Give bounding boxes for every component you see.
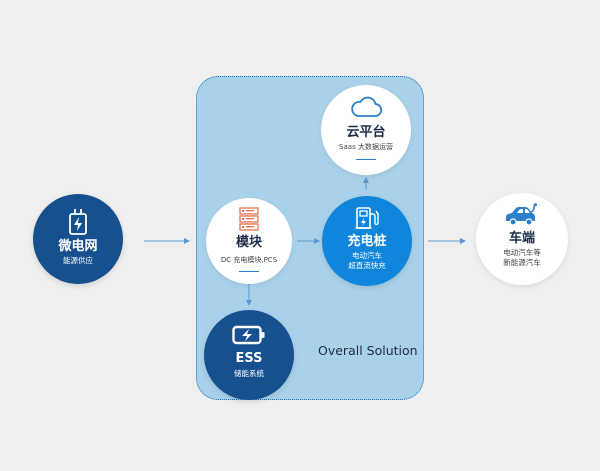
node-micro-grid: 微电网 能源供应 xyxy=(33,194,123,284)
charger-plug-icon xyxy=(68,208,88,236)
arrowhead-module xyxy=(184,238,190,244)
divider xyxy=(239,270,259,272)
node-subtitle-1: 电动汽车 xyxy=(352,251,382,261)
arrowhead-cloud xyxy=(363,177,369,183)
node-subtitle: 能源供应 xyxy=(63,256,93,266)
battery-charging-icon xyxy=(232,324,266,346)
node-title: 车端 xyxy=(508,231,535,246)
node-title: 充电桩 xyxy=(347,234,387,249)
node-charging-pile: 充电桩 电动汽车 超直流快充 xyxy=(322,196,412,286)
node-subtitle-1: 电动汽车等 xyxy=(503,248,541,258)
node-title: 模块 xyxy=(235,235,262,250)
arrowhead-ess-down xyxy=(246,300,252,306)
node-title: 云平台 xyxy=(346,125,386,140)
node-module: 模块 DC 充电模块,PCS xyxy=(206,198,292,284)
arrowhead-vehicle xyxy=(460,238,466,244)
arrowhead-charger xyxy=(314,238,320,244)
server-rack-icon xyxy=(238,207,260,231)
node-subtitle-2: 新能源汽车 xyxy=(503,258,541,268)
node-subtitle: DC 充电模块,PCS xyxy=(220,256,278,265)
node-subtitle: 储能系统 xyxy=(234,369,264,379)
cloud-icon xyxy=(349,94,383,120)
node-subtitle-2: 超直流快充 xyxy=(348,261,386,271)
charging-station-icon xyxy=(354,205,380,231)
node-vehicle: 车端 电动汽车等 新能源汽车 xyxy=(476,193,568,285)
node-ess: ESS 储能系统 xyxy=(204,310,294,400)
electric-car-icon xyxy=(503,203,541,227)
divider xyxy=(356,158,376,160)
node-title: ESS xyxy=(235,351,263,366)
panel-label: Overall Solution xyxy=(318,343,418,358)
node-title: 微电网 xyxy=(58,239,98,254)
node-cloud-platform: 云平台 Saas 大数据运营 xyxy=(321,85,411,175)
node-subtitle: Saas 大数据运营 xyxy=(339,143,393,152)
